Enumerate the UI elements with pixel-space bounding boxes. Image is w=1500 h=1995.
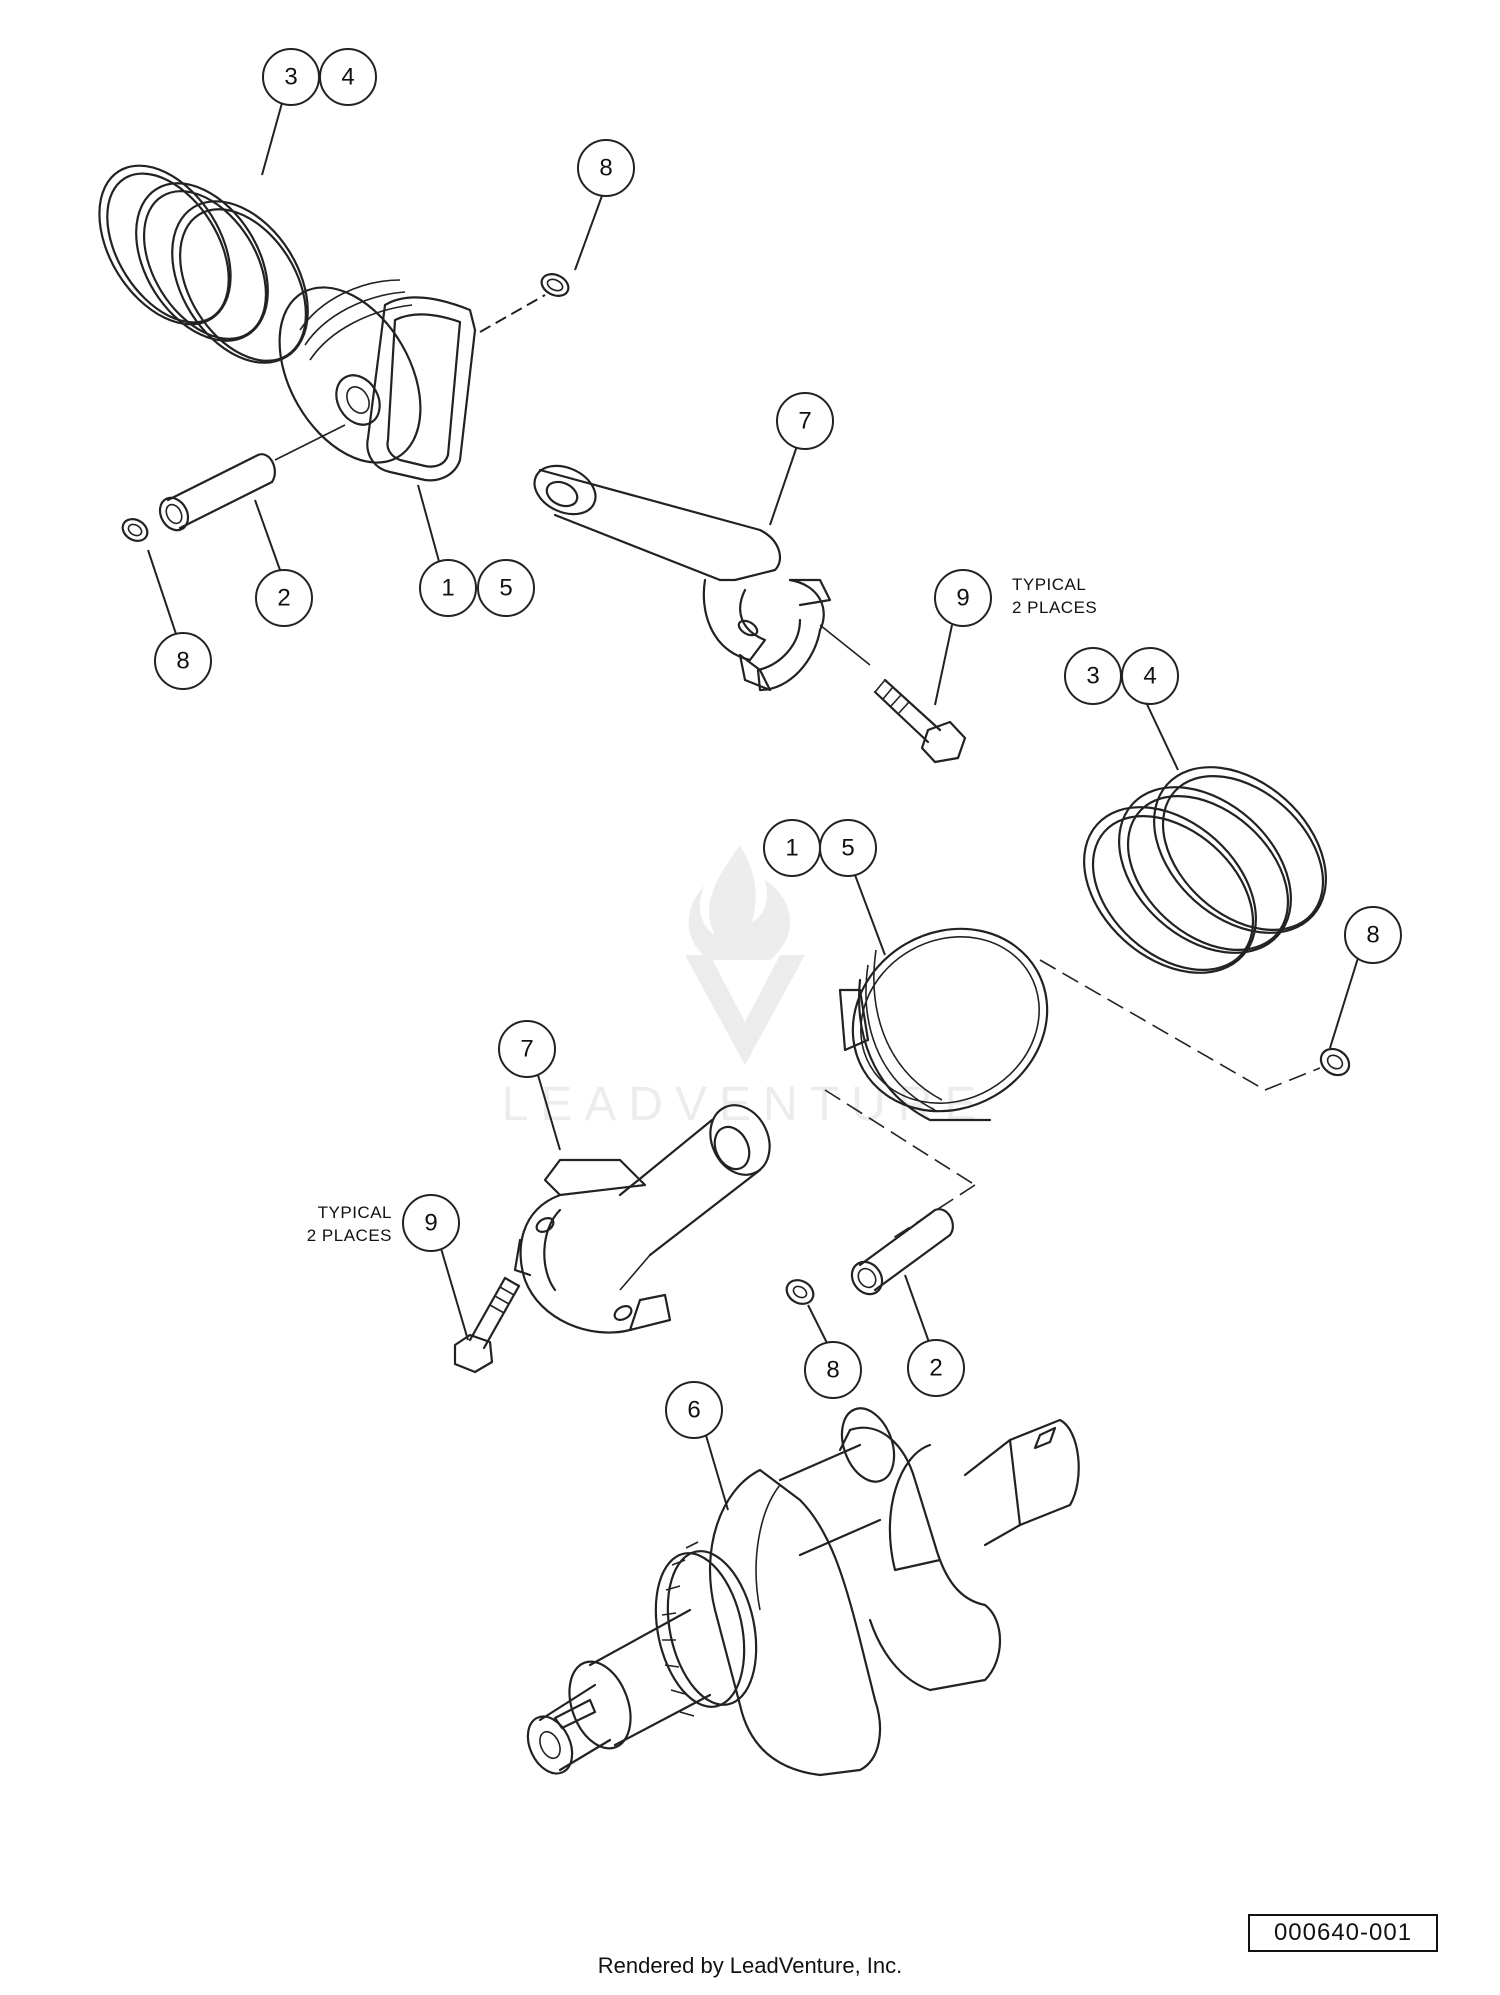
- piston-top: [278, 279, 477, 482]
- svg-text:1: 1: [441, 575, 454, 602]
- svg-text:9: 9: [956, 585, 969, 612]
- callout-1: 1: [763, 819, 821, 877]
- svg-text:5: 5: [841, 835, 854, 862]
- callout-8: 8: [804, 1341, 862, 1399]
- rod-bolt-lower: [453, 1276, 521, 1374]
- connecting-rod-lower: [513, 1104, 771, 1334]
- callout-4: 4: [1121, 647, 1179, 705]
- piston-rings-top: [98, 164, 309, 364]
- note-typical-left: TYPICAL: [318, 1203, 392, 1222]
- svg-text:1: 1: [785, 835, 798, 862]
- connecting-rod-top: [533, 464, 871, 692]
- callout-5: 5: [477, 559, 535, 617]
- svg-text:4: 4: [1143, 663, 1156, 690]
- svg-text:7: 7: [798, 408, 811, 435]
- callout-4: 4: [319, 48, 377, 106]
- callout-5: 5: [819, 819, 877, 877]
- note-places-top: 2 PLACES: [1012, 598, 1097, 617]
- drawing-id-box: 000640-001: [1248, 1914, 1438, 1952]
- svg-text:2: 2: [277, 585, 290, 612]
- piston-pin-clip-top-right: [540, 273, 570, 297]
- piston-pin-lower: [850, 1208, 954, 1296]
- watermark-logo: LEADVENTURE: [502, 845, 989, 1131]
- callout-3: 3: [262, 48, 320, 106]
- callout-6: 6: [665, 1381, 723, 1439]
- callout-3: 3: [1064, 647, 1122, 705]
- svg-text:6: 6: [687, 1397, 700, 1424]
- piston-pin-top: [158, 424, 346, 532]
- piston-pin-clip-lower: [785, 1279, 815, 1305]
- callout-1: 1: [419, 559, 477, 617]
- callout-9: 9: [402, 1194, 460, 1252]
- svg-text:7: 7: [520, 1036, 533, 1063]
- crankshaft: [526, 1407, 1080, 1777]
- piston-middle: [824, 927, 1266, 1241]
- svg-text:2: 2: [929, 1355, 942, 1382]
- svg-text:4: 4: [341, 64, 354, 91]
- rod-bolt-top: [873, 678, 967, 764]
- piston-pin-clip-right: [1319, 1047, 1351, 1077]
- note-typical-top: TYPICAL: [1012, 575, 1086, 594]
- crankshaft-gear: [654, 1541, 758, 1717]
- watermark-text: LEADVENTURE: [502, 1078, 989, 1131]
- credit-text: Rendered by LeadVenture, Inc.: [597, 1953, 903, 1978]
- callout-8: 8: [1344, 906, 1402, 964]
- svg-text:8: 8: [176, 648, 189, 675]
- callout-9: 9: [934, 569, 992, 627]
- note-places-left: 2 PLACES: [307, 1226, 392, 1245]
- piston-rings-right: [1083, 766, 1327, 974]
- svg-text:8: 8: [826, 1357, 839, 1384]
- svg-text:8: 8: [1366, 922, 1379, 949]
- piston-pin-clip-top-left: [121, 518, 149, 542]
- callout-2: 2: [255, 569, 313, 627]
- callout-7: 7: [776, 392, 834, 450]
- callout-2: 2: [907, 1339, 965, 1397]
- svg-text:3: 3: [284, 64, 297, 91]
- callout-8: 8: [577, 139, 635, 197]
- svg-text:3: 3: [1086, 663, 1099, 690]
- callout-7: 7: [498, 1020, 556, 1078]
- svg-text:8: 8: [599, 155, 612, 182]
- callout-8: 8: [154, 632, 212, 690]
- svg-text:9: 9: [424, 1210, 437, 1237]
- svg-text:5: 5: [499, 575, 512, 602]
